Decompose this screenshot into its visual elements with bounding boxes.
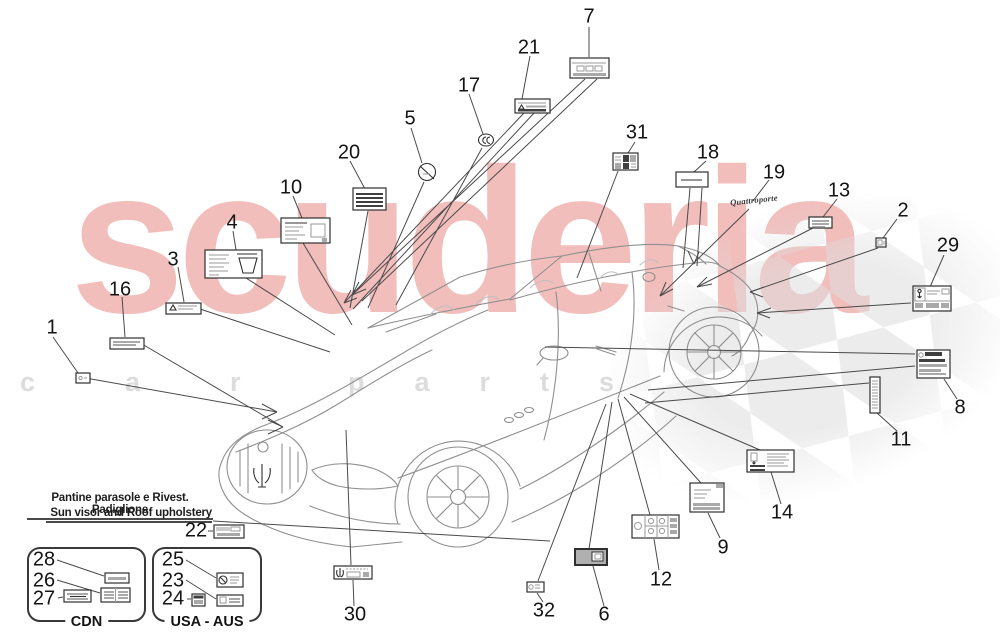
sticker-30-vin-plate xyxy=(333,565,373,580)
sticker-6 xyxy=(574,548,608,566)
sticker-22 xyxy=(213,524,245,539)
callout-11[interactable]: 11 xyxy=(890,428,912,451)
car-watermark-word: car xyxy=(20,367,331,397)
callout-31[interactable]: 31 xyxy=(625,121,649,144)
sticker-29 xyxy=(912,285,952,312)
callout-13[interactable]: 13 xyxy=(827,179,851,202)
cdn-group-title: CDN xyxy=(64,614,109,630)
callout-27[interactable]: 27 xyxy=(32,587,56,610)
sticker-31 xyxy=(612,152,639,171)
sticker-21 xyxy=(514,98,551,114)
callout-32[interactable]: 32 xyxy=(532,599,556,622)
cdn-group-box: CDN xyxy=(27,547,146,630)
callout-23[interactable]: 23 xyxy=(161,569,185,592)
callout-12[interactable]: 12 xyxy=(649,568,673,591)
sticker-3 xyxy=(165,302,202,315)
callout-10[interactable]: 10 xyxy=(279,176,303,199)
callout-5[interactable]: 5 xyxy=(404,107,416,130)
sticker-14 xyxy=(746,449,795,473)
callout-8[interactable]: 8 xyxy=(954,396,966,419)
sticker-13 xyxy=(808,216,833,229)
callout-26[interactable]: 26 xyxy=(32,569,56,592)
callout-14[interactable]: 14 xyxy=(770,501,794,524)
callout-20[interactable]: 20 xyxy=(337,141,361,164)
usa-aus-group-title: USA - AUS xyxy=(164,614,250,630)
callout-24[interactable]: 24 xyxy=(161,587,185,610)
callout-17[interactable]: 17 xyxy=(457,74,481,97)
leader-lines xyxy=(52,27,958,607)
sticker-10 xyxy=(280,217,331,244)
callout-25[interactable]: 25 xyxy=(161,548,185,571)
sticker-27 xyxy=(63,589,92,603)
sticker-20 xyxy=(352,187,387,211)
callout-3[interactable]: 3 xyxy=(167,248,179,271)
callout-7[interactable]: 7 xyxy=(583,5,595,28)
callout-4[interactable]: 4 xyxy=(226,211,238,234)
callout-22[interactable]: 22 xyxy=(184,519,208,542)
sticker-2 xyxy=(875,237,887,248)
sticker-26 xyxy=(100,587,131,603)
callout-18[interactable]: 18 xyxy=(696,141,720,164)
callout-29[interactable]: 29 xyxy=(936,234,960,257)
sticker-9 xyxy=(689,482,725,513)
note-english: Sun visor and Roof upholstery xyxy=(46,507,212,523)
sticker-18 xyxy=(675,171,709,188)
usa-aus-group-box: USA - AUS xyxy=(152,547,262,630)
callout-1[interactable]: 1 xyxy=(46,316,58,339)
callout-9[interactable]: 9 xyxy=(717,536,729,559)
callout-30[interactable]: 30 xyxy=(343,603,367,626)
sticker-23 xyxy=(216,594,244,607)
sticker-17-double-c-icon xyxy=(477,133,495,147)
callout-6[interactable]: 6 xyxy=(598,603,610,626)
sticker-32 xyxy=(526,581,545,593)
parts-watermark-word: parts xyxy=(348,367,665,397)
note-italian: Pantine parasole e Rivest. Padiglione xyxy=(27,492,213,520)
callout-2[interactable]: 2 xyxy=(897,199,909,222)
sticker-5-no-smoking-icon xyxy=(417,162,437,182)
car-line-art xyxy=(218,243,763,548)
callout-16[interactable]: 16 xyxy=(108,278,132,301)
sticker-8 xyxy=(916,349,951,379)
sticker-1 xyxy=(75,372,91,384)
callout-28[interactable]: 28 xyxy=(32,548,56,571)
sticker-7 xyxy=(569,57,610,79)
sticker-28 xyxy=(104,572,130,584)
sticker-16 xyxy=(109,337,145,350)
sticker-24 xyxy=(191,593,206,607)
sticker-4 xyxy=(204,249,263,279)
callout-21[interactable]: 21 xyxy=(517,36,541,59)
sticker-11-barcode-strip xyxy=(869,376,881,414)
sticker-12-pressure-grid xyxy=(631,514,680,539)
sticker-thumbnails xyxy=(63,57,952,607)
callout-19[interactable]: 19 xyxy=(762,161,786,184)
sticker-25 xyxy=(216,572,244,588)
